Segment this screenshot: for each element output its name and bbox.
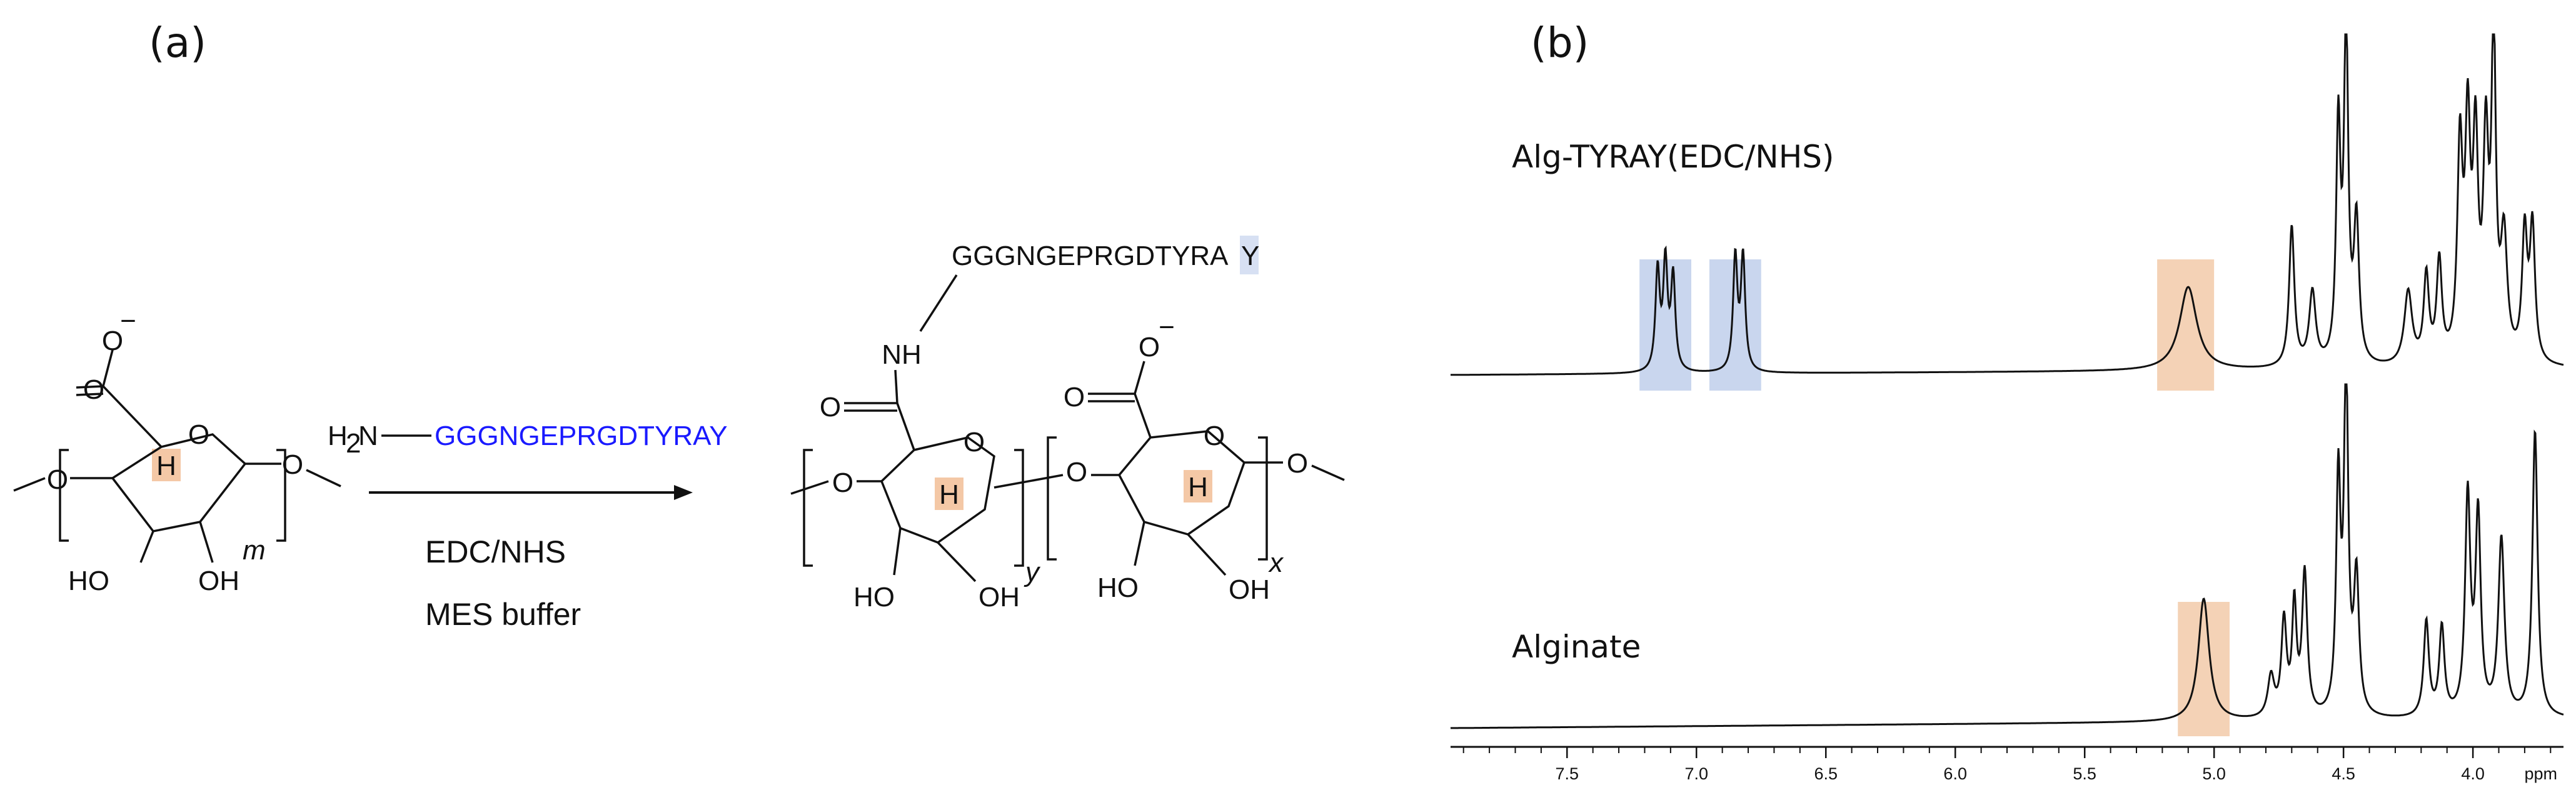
product-right-o: O — [1287, 448, 1308, 479]
h2-highlight — [1184, 470, 1212, 502]
tick-label: 7.5 — [1556, 764, 1579, 783]
anion-o: O — [102, 326, 123, 356]
panel-a-label: (a) — [149, 19, 206, 67]
ring2-o: O — [1204, 421, 1225, 451]
reaction-arrow-head — [674, 485, 693, 500]
nmr-spectra-chart: 7.5 7.0 6.5 6.0 5.5 5.0 4.5 4.0 ppm Alg-TYRAY(ED… — [1450, 33, 2564, 783]
amide-nh: NH — [882, 339, 922, 370]
reaction-scheme: O O − O O O H HO OH m H 2 N GGGNGEPRGDTY… — [13, 236, 1345, 632]
reagent-line2: MES buffer — [425, 597, 581, 632]
spectrum-line-1 — [1450, 383, 2564, 729]
product-alginate-peptide: GGGNGEPRGDTYRA Y NH O O O H HO OH y O — [790, 236, 1345, 612]
x-axis: 7.5 7.0 6.5 6.0 5.5 5.0 4.5 4.0 ppm — [1451, 746, 2563, 783]
highlight-box-0-0 — [1639, 259, 1691, 391]
anion2-charge: − — [1159, 312, 1175, 342]
peptide-product-last: Y — [1241, 241, 1259, 271]
amide-o: O — [820, 392, 841, 422]
repeat-y: y — [1024, 557, 1041, 588]
ring1-o: O — [963, 427, 985, 458]
tick-label: 4.0 — [2461, 764, 2485, 783]
peptide-reagent: GGGNGEPRGDTYRAY — [435, 421, 728, 451]
highlight-box-0-2 — [2157, 259, 2215, 391]
carbonyl2-o: O — [1064, 382, 1085, 412]
series-label-alg-tyray: Alg-TYRAY(EDC/NHS) — [1512, 139, 1834, 175]
peak-highlights — [1639, 259, 2230, 736]
oh1-right: OH — [979, 582, 1020, 612]
highlight-box-1-0 — [2178, 602, 2230, 736]
oh2-right: OH — [1229, 574, 1270, 605]
panel-b-label: (b) — [1531, 19, 1589, 67]
ring-o: O — [188, 419, 209, 450]
link-o: O — [1066, 457, 1087, 488]
amine-n: N — [358, 421, 378, 451]
highlight-box-0-1 — [1709, 259, 1761, 391]
carbonyl-o: O — [83, 374, 104, 405]
reactant-alginate: O O − O O O H HO OH m — [13, 306, 341, 596]
tick-label: 6.5 — [1814, 764, 1838, 783]
h1-highlight — [935, 478, 963, 510]
tick-label: 5.5 — [2073, 764, 2096, 783]
reaction-conditions: H 2 N GGGNGEPRGDTYRAY EDC/NHS MES buffer — [328, 421, 728, 632]
tyr-highlight — [1240, 236, 1259, 274]
oh1-left: HO — [853, 582, 895, 612]
anomeric-h: H — [156, 451, 176, 481]
anomeric-h-highlight — [152, 449, 181, 481]
repeat-m: m — [243, 535, 266, 566]
repeat-x: x — [1268, 548, 1284, 578]
product-left-o: O — [832, 468, 853, 498]
right-o: O — [282, 449, 303, 480]
tick-label: 5.0 — [2202, 764, 2226, 783]
anion-charge: − — [120, 306, 136, 336]
tick-label: 7.0 — [1684, 764, 1708, 783]
h1-label: H — [939, 479, 959, 510]
tick-label: 6.0 — [1943, 764, 1967, 783]
amine-h: H — [328, 421, 348, 451]
x-axis-unit-label: ppm — [2524, 764, 2557, 783]
amine-sub: 2 — [346, 428, 361, 459]
peptide-product: GGGNGEPRGDTYRA — [952, 241, 1229, 271]
oh-left: HO — [68, 566, 109, 596]
oh2-left: HO — [1097, 572, 1139, 603]
spectra-lines — [1450, 33, 2564, 729]
spectrum-line-0 — [1451, 33, 2564, 376]
series-label-alginate: Alginate — [1512, 629, 1641, 665]
reagent-line1: EDC/NHS — [425, 534, 566, 569]
anion2-o: O — [1139, 332, 1160, 362]
tick-label: 4.5 — [2332, 764, 2355, 783]
h2-label: H — [1188, 472, 1208, 502]
left-o: O — [47, 464, 68, 495]
oh-right: OH — [198, 566, 239, 596]
